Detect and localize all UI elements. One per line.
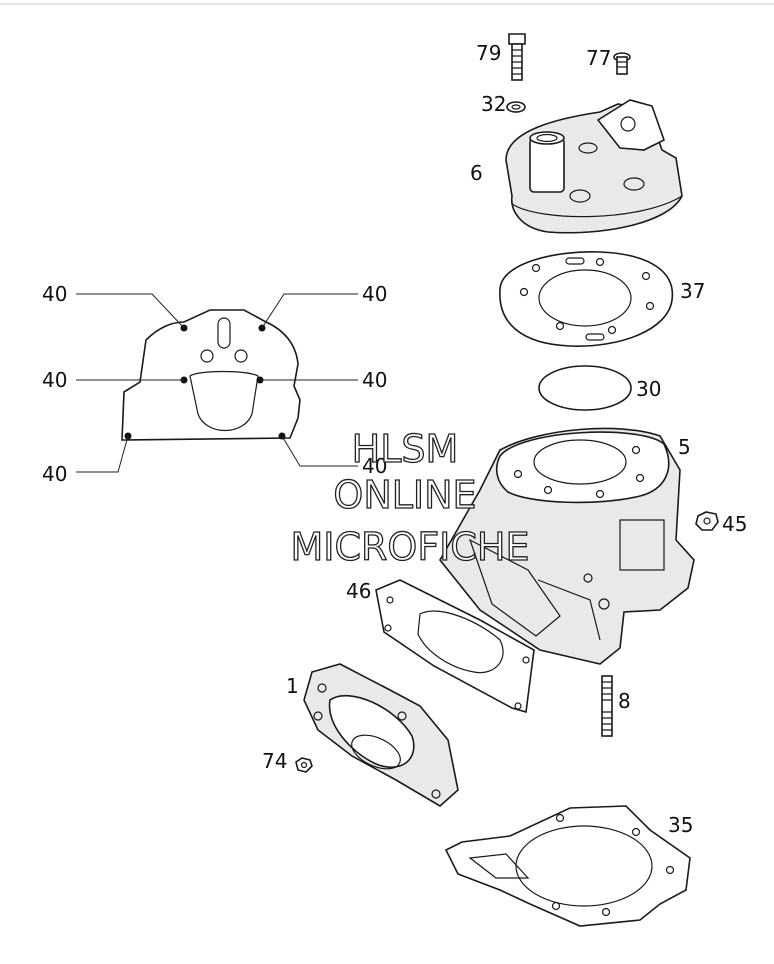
intake-flange-1 (303, 663, 459, 807)
callout-5: 5 (678, 435, 691, 459)
intake-gasket-46 (375, 579, 535, 714)
o-ring-30 (538, 365, 632, 411)
callout-40-bottom-left: 40 (42, 462, 67, 486)
callout-40-mid-left: 40 (42, 368, 67, 392)
callout-40-top-left: 40 (42, 282, 67, 306)
callout-1: 1 (286, 674, 299, 698)
callout-40-mid-right: 40 (362, 368, 387, 392)
callout-74: 74 (262, 749, 287, 773)
washer-32 (506, 101, 526, 113)
callout-37: 37 (680, 279, 705, 303)
base-gasket-35 (444, 805, 691, 927)
nut-74 (295, 757, 313, 773)
watermark-line-1: HLSM (352, 427, 459, 471)
flange-plate-40 (76, 293, 358, 473)
callout-32: 32 (481, 92, 506, 116)
callout-79: 79 (476, 41, 501, 65)
callout-46: 46 (346, 579, 371, 603)
bolt-79 (508, 33, 526, 81)
cylinder-head-6 (505, 99, 683, 234)
head-gasket-37 (499, 250, 674, 347)
callout-40-top-right: 40 (362, 282, 387, 306)
callout-45: 45 (722, 512, 747, 536)
stud-8 (601, 675, 613, 737)
bolt-77 (613, 52, 631, 75)
watermark-line-3: MICROFICHE (290, 525, 529, 569)
callout-35: 35 (668, 813, 693, 837)
watermark-line-2: ONLINE (333, 473, 476, 517)
cylinder-5 (439, 427, 695, 665)
watermark: HLSM ONLINE MICROFICHE (290, 426, 530, 569)
callout-6: 6 (470, 161, 483, 185)
callout-77: 77 (586, 46, 611, 70)
callout-30: 30 (636, 377, 661, 401)
callout-40-bottom-right: 40 (362, 454, 387, 478)
callout-8: 8 (618, 689, 631, 713)
nut-45 (695, 511, 719, 531)
